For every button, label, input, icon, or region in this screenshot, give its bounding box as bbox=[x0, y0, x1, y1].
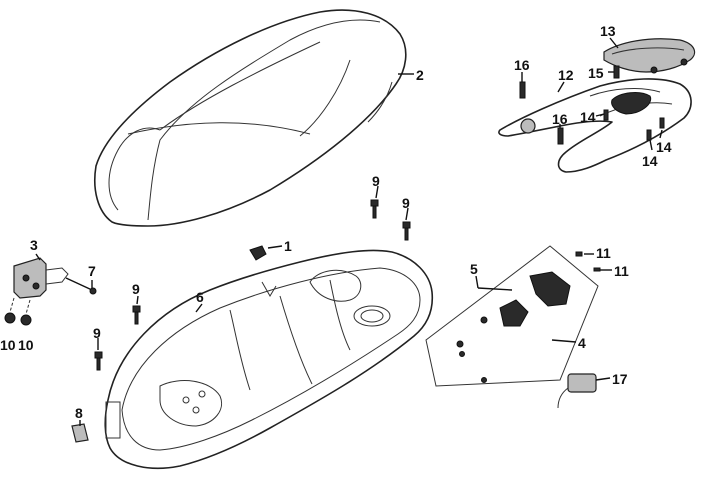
callout-9c: 9 bbox=[132, 281, 140, 297]
callout-7: 7 bbox=[88, 263, 96, 279]
clip bbox=[249, 245, 267, 261]
bolt-9c bbox=[132, 305, 141, 325]
harness-connector bbox=[557, 373, 597, 409]
seat bbox=[93, 9, 407, 227]
callout-15: 15 bbox=[588, 65, 604, 81]
callout-12: 12 bbox=[558, 67, 574, 83]
callout-16b: 16 bbox=[552, 111, 568, 127]
callout-13: 13 bbox=[600, 23, 616, 39]
callout-10a: 10 bbox=[0, 337, 16, 353]
callout-9d: 9 bbox=[93, 325, 101, 341]
callout-10b: 10 bbox=[18, 337, 34, 353]
callout-11a: 11 bbox=[596, 245, 611, 261]
callout-4: 4 bbox=[578, 335, 586, 351]
long-bolt bbox=[65, 277, 97, 295]
rear-cover bbox=[603, 38, 696, 74]
callout-5: 5 bbox=[470, 261, 478, 277]
bolt-9b bbox=[402, 221, 411, 241]
small-plate bbox=[71, 423, 89, 443]
callout-3: 3 bbox=[30, 237, 38, 253]
callout-16a: 16 bbox=[514, 57, 530, 73]
callout-9a: 9 bbox=[372, 173, 380, 189]
leader-lines bbox=[35, 37, 663, 426]
bolt-9a bbox=[370, 199, 379, 219]
callout-9b: 9 bbox=[402, 195, 410, 211]
callout-14a: 14 bbox=[580, 109, 596, 125]
fasteners-small bbox=[519, 65, 665, 272]
callout-14c: 14 bbox=[642, 153, 658, 169]
bracket bbox=[13, 257, 69, 299]
nuts bbox=[4, 297, 32, 326]
callout-8: 8 bbox=[75, 405, 83, 421]
bolt-9d bbox=[94, 351, 103, 371]
lock-assembly bbox=[425, 245, 599, 387]
storage-box bbox=[104, 249, 434, 469]
callout-17: 17 bbox=[612, 371, 628, 387]
callout-6: 6 bbox=[196, 289, 204, 305]
callout-1: 1 bbox=[284, 238, 292, 254]
callout-14b: 14 bbox=[656, 139, 672, 155]
callout-2: 2 bbox=[416, 67, 424, 83]
rear-carrier bbox=[498, 78, 692, 173]
callout-11b: 11 bbox=[614, 263, 629, 279]
